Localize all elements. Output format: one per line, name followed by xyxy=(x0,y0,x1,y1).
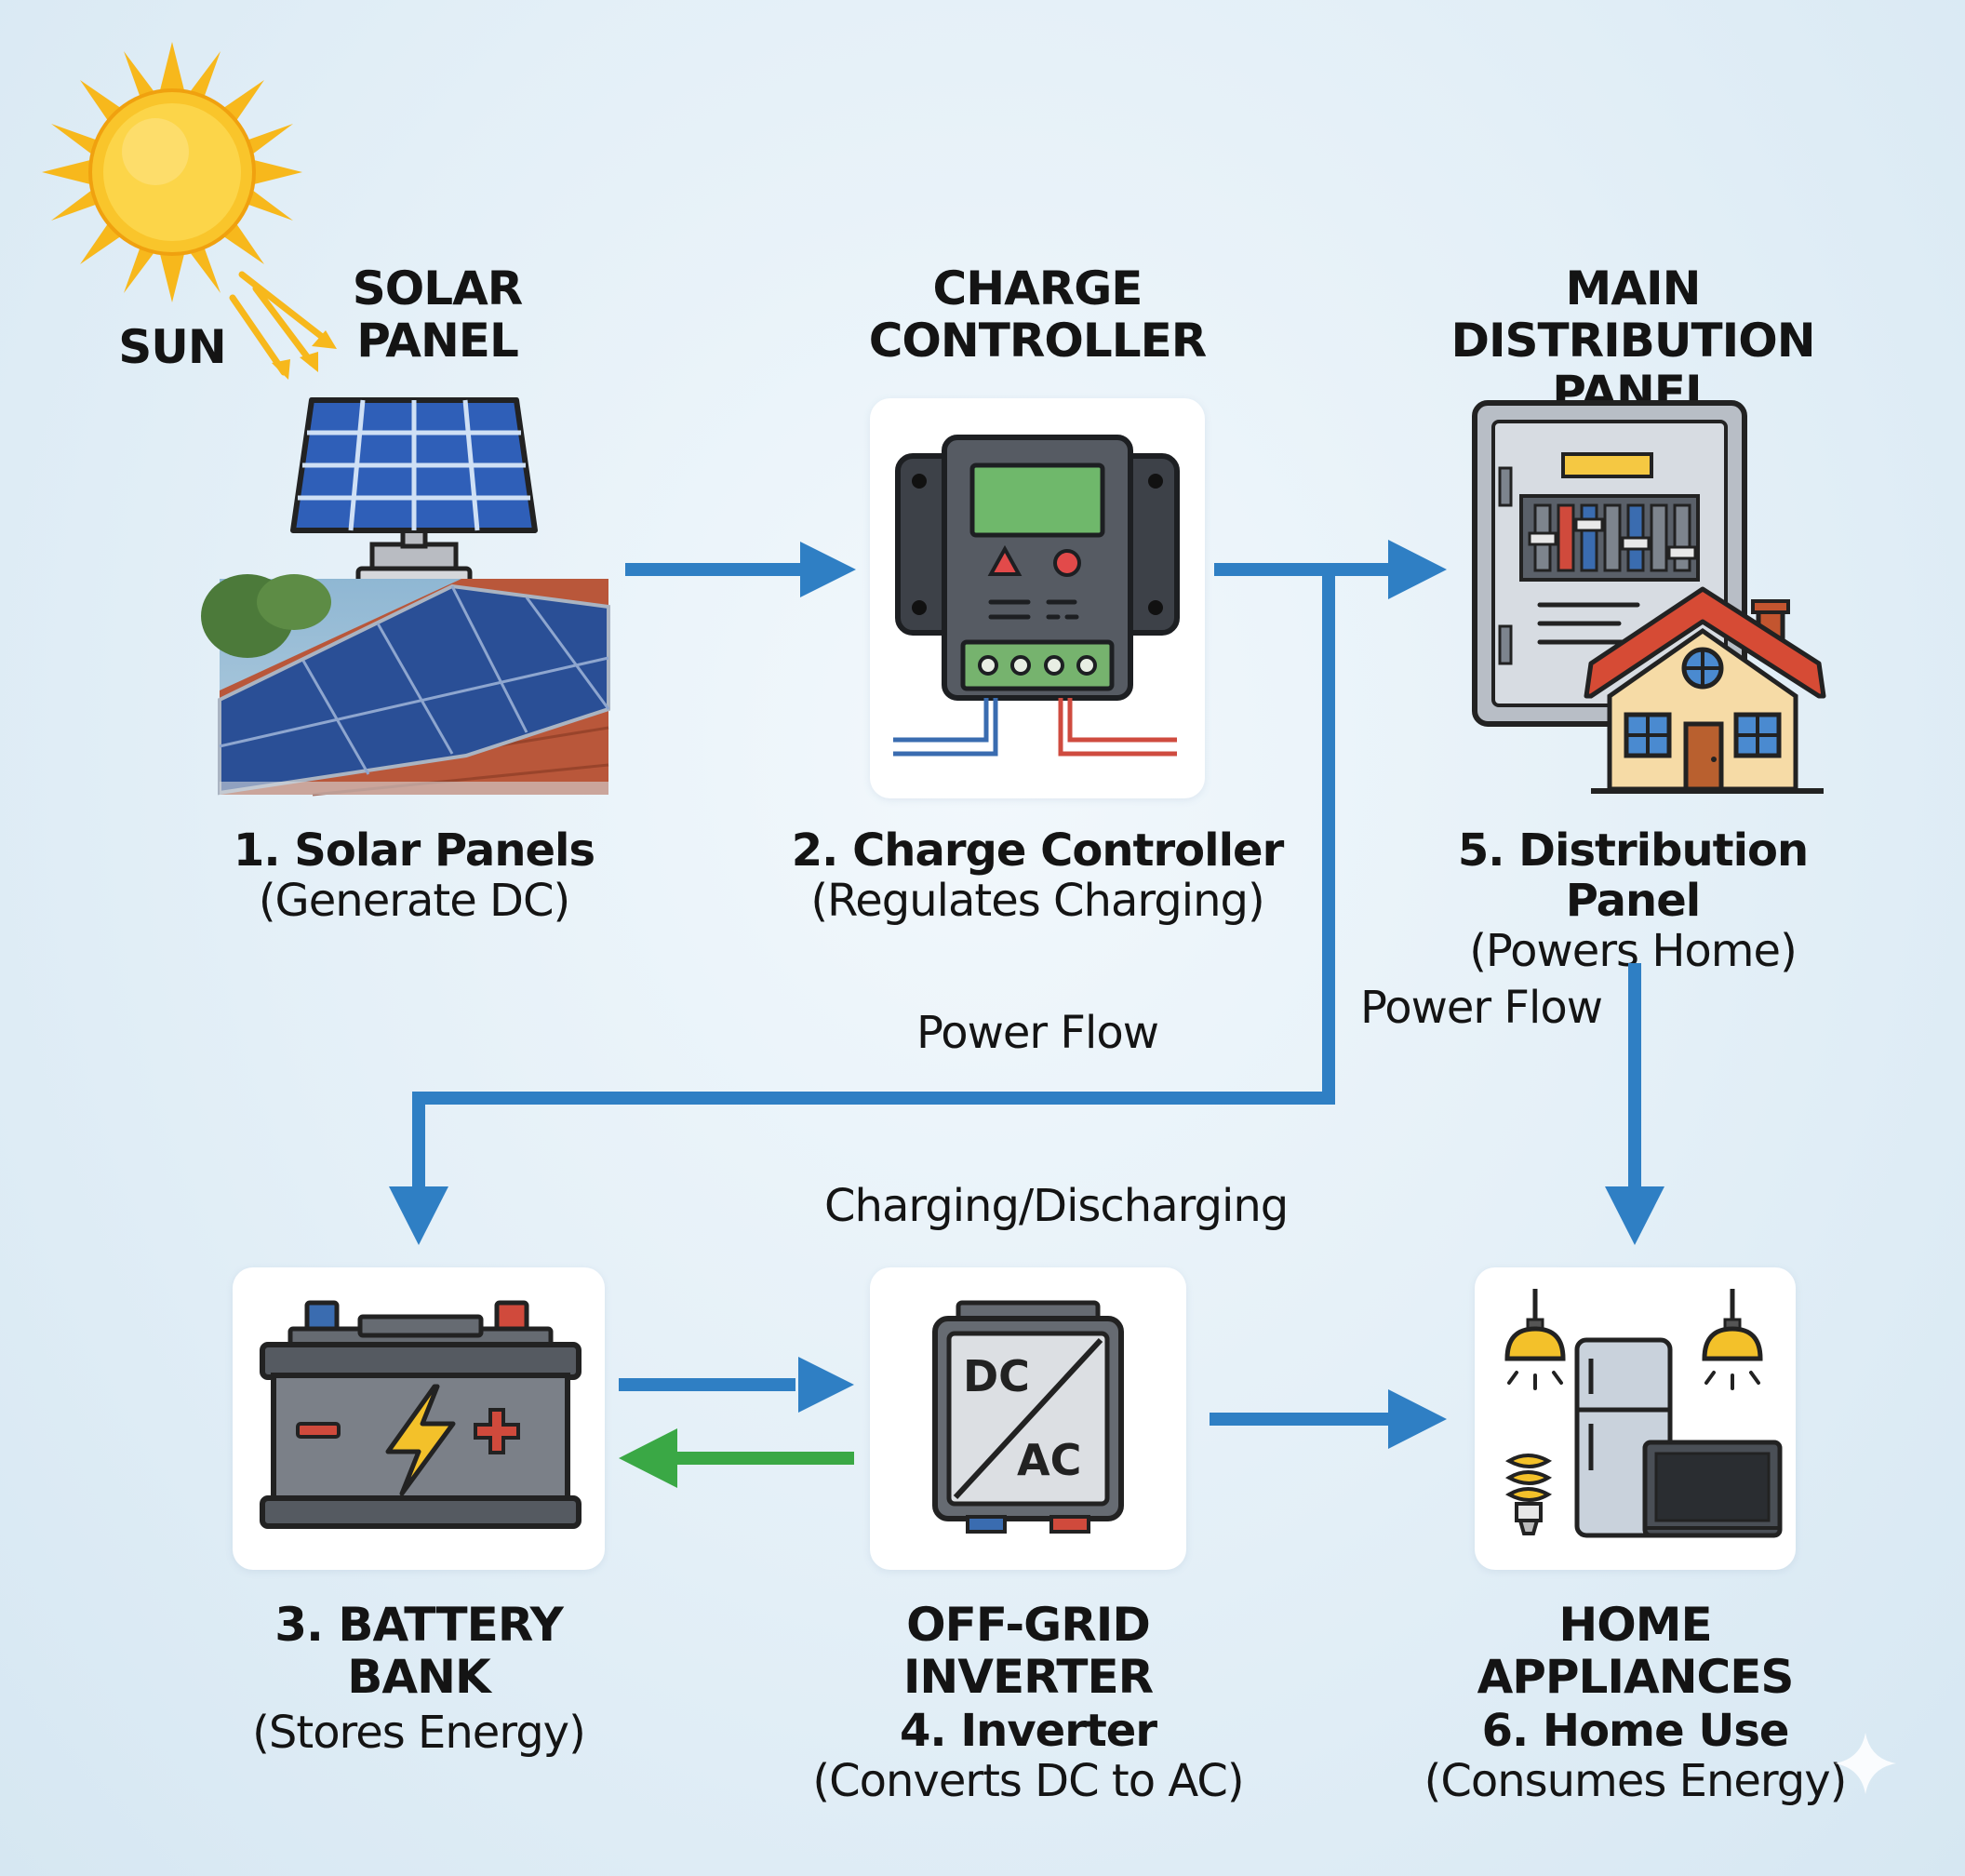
inverter-subtitle: (Converts DC to AC) xyxy=(812,1754,1244,1807)
charge-controller-icon xyxy=(893,435,1180,757)
inverter-step-title: 4. Inverter xyxy=(899,1705,1157,1757)
inverter-icon: DC AC xyxy=(932,1300,1124,1534)
solar-panel-header-line1: SOLAR xyxy=(352,261,524,315)
sun-icon xyxy=(42,42,302,302)
appliances-title-line2: APPLIANCES xyxy=(1477,1650,1795,1704)
battery-label: 3. BATTERY BANK (Stores Energy) xyxy=(223,1599,614,1759)
solar-panel-header: SOLAR PANEL xyxy=(344,262,530,367)
charge-controller-header-line1: CHARGE xyxy=(932,261,1143,315)
appliances-subtitle: (Consumes Energy) xyxy=(1424,1754,1848,1807)
battery-icon xyxy=(260,1300,581,1529)
rooftop-solar-photo xyxy=(201,574,610,797)
inverter-title-line2: INVERTER xyxy=(902,1650,1154,1704)
power-flow-label-right: Power Flow xyxy=(1360,982,1603,1034)
inverter-title-line1: OFF-GRID xyxy=(906,1598,1151,1652)
solar-panels-title: 1. Solar Panels xyxy=(233,824,595,877)
main-distribution-header: MAIN DISTRIBUTION PANEL xyxy=(1377,262,1889,419)
inverter-label: OFF-GRID INVERTER 4. Inverter (Converts … xyxy=(772,1599,1284,1807)
distribution-panel-title: 5. Distribution Panel xyxy=(1457,824,1809,927)
home-appliances-icon xyxy=(1504,1289,1783,1538)
sun-label: SUN xyxy=(118,320,226,374)
charge-controller-title: 2. Charge Controller xyxy=(791,824,1285,877)
main-distribution-header-line1: MAIN DISTRIBUTION xyxy=(1450,261,1815,368)
power-flow-label-left: Power Flow xyxy=(916,1007,1159,1059)
battery-title-line2: BANK xyxy=(347,1650,490,1704)
solar-panel-header-line2: PANEL xyxy=(356,314,519,368)
solar-panels-label: 1. Solar Panels (Generate DC) xyxy=(223,824,605,927)
solar-panel-icon xyxy=(290,397,538,588)
distribution-panel-label: 5. Distribution Panel (Powers Home) xyxy=(1386,824,1879,976)
appliances-step-title: 6. Home Use xyxy=(1481,1705,1790,1757)
battery-subtitle: (Stores Energy) xyxy=(252,1707,586,1759)
sunlight-rays-icon xyxy=(229,271,337,380)
charge-controller-header-line2: CONTROLLER xyxy=(868,314,1208,368)
charge-controller-subtitle: (Regulates Charging) xyxy=(810,874,1264,927)
battery-title-line1: 3. BATTERY xyxy=(274,1598,564,1652)
solar-panels-subtitle: (Generate DC) xyxy=(258,874,570,927)
distribution-panel-icon xyxy=(1472,400,1826,794)
inverter-ac-text: AC xyxy=(1017,1435,1081,1485)
charge-controller-header: CHARGE CONTROLLER xyxy=(837,262,1237,367)
charging-discharging-label: Charging/Discharging xyxy=(824,1180,1289,1232)
arrow-controller-to-battery xyxy=(412,570,1335,1186)
appliances-label: HOME APPLIANCES 6. Home Use (Consumes En… xyxy=(1386,1599,1884,1807)
inverter-dc-text: DC xyxy=(963,1351,1030,1401)
appliances-title-line1: HOME xyxy=(1558,1598,1712,1652)
charge-controller-label: 2. Charge Controller (Regulates Charging… xyxy=(791,824,1285,927)
sparkle-icon xyxy=(1835,1733,1896,1794)
